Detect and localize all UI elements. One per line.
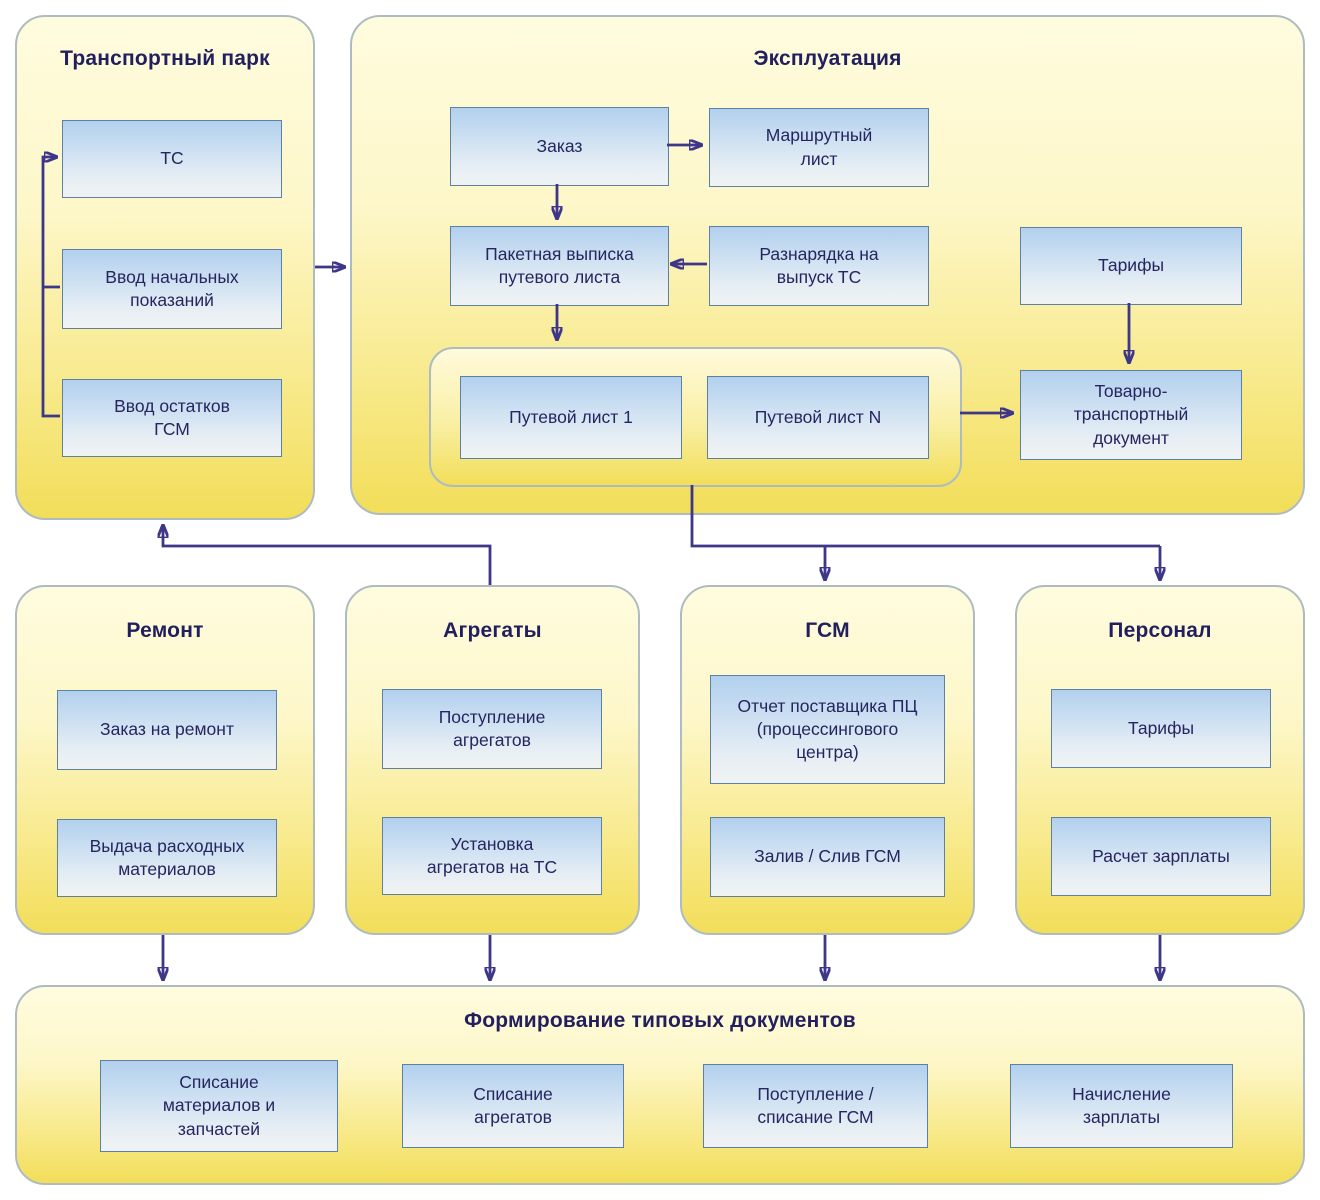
group-title-repair: Ремонт (126, 619, 204, 642)
node-units-receipt: Поступление агрегатов (382, 689, 602, 769)
node-salary-accrual: Начисление зарплаты (1010, 1064, 1233, 1148)
node-allocation: Разнарядка на выпуск ТС (709, 226, 929, 306)
group-personnel: Персонал Тарифы Расчет зарплаты (1015, 585, 1305, 935)
group-title-fuel: ГСМ (805, 619, 850, 642)
node-waybill-n: Путевой лист N (707, 376, 929, 459)
node-route-sheet: Маршрутный лист (709, 108, 929, 187)
node-tariffs-personnel: Тарифы (1051, 689, 1271, 768)
node-salary-calc: Расчет зарплаты (1051, 817, 1271, 896)
node-materials-issue: Выдача расходных материалов (57, 819, 277, 897)
group-title-exploitation: Эксплуатация (753, 47, 902, 70)
node-supplier-report: Отчет поставщика ПЦ (процессингового цен… (710, 675, 945, 784)
group-title-documents: Формирование типовых документов (464, 1009, 856, 1032)
group-fuel: ГСМ Отчет поставщика ПЦ (процессингового… (680, 585, 975, 935)
group-title-units: Агрегаты (443, 619, 542, 642)
node-fuel-receipt-writeoff: Поступление / списание ГСМ (703, 1064, 928, 1148)
group-units: Агрегаты Поступление агрегатов Установка… (345, 585, 640, 935)
group-title-personnel: Персонал (1108, 619, 1212, 642)
group-title-transport-park: Транспортный парк (60, 47, 270, 70)
node-fill-drain: Залив / Слив ГСМ (710, 817, 945, 897)
group-exploitation: Эксплуатация Заказ Маршрутный лист Пакет… (350, 15, 1305, 515)
node-repair-order: Заказ на ремонт (57, 690, 277, 770)
subgroup-waybills: Путевой лист 1 Путевой лист N (429, 347, 962, 487)
group-documents: Формирование типовых документов Списание… (15, 985, 1305, 1185)
group-transport-park: Транспортный парк ТС Ввод начальных пока… (15, 15, 315, 520)
group-repair: Ремонт Заказ на ремонт Выдача расходных … (15, 585, 315, 935)
node-tariffs-exploitation: Тарифы (1020, 227, 1242, 305)
node-fuel-rest: Ввод остатков ГСМ (62, 379, 282, 457)
node-writeoff-materials: Списание материалов и запчастей (100, 1060, 338, 1152)
connector-units-to-transport-park (163, 526, 492, 585)
node-batch-waybill: Пакетная выписка путевого листа (450, 226, 669, 306)
node-ts: ТС (62, 120, 282, 198)
node-ttd: Товарно- транспортный документ (1020, 370, 1242, 460)
node-waybill-1: Путевой лист 1 (460, 376, 682, 459)
node-order: Заказ (450, 107, 669, 186)
node-writeoff-units: Списание агрегатов (402, 1064, 624, 1148)
node-initial-readings: Ввод начальных показаний (62, 249, 282, 329)
node-units-install: Установка агрегатов на ТС (382, 817, 602, 895)
